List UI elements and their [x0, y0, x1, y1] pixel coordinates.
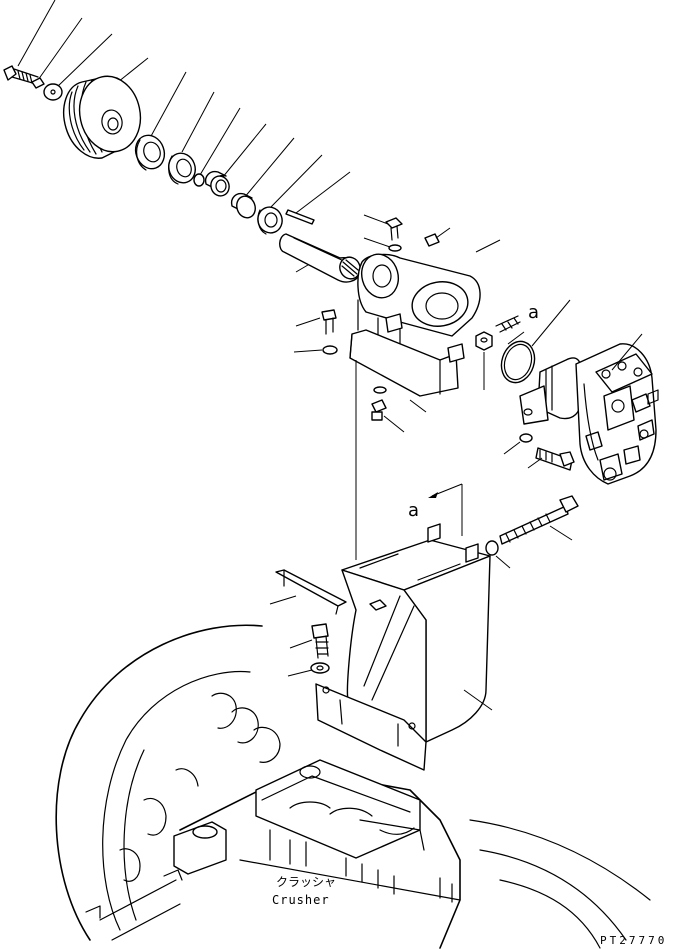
bolt-housing-top — [363, 214, 403, 241]
washer-frame — [287, 662, 330, 677]
lock-washer — [31, 77, 45, 89]
bolt-top-left — [3, 65, 39, 85]
small-nut — [369, 599, 387, 611]
pulley — [63, 75, 142, 159]
drawing-code: PT27770 — [600, 934, 667, 947]
spacer-2 — [230, 192, 256, 219]
bolt-motor — [527, 447, 575, 471]
bearing-housing — [349, 239, 501, 413]
retainer-plate — [43, 83, 63, 101]
crusher-label-en: Crusher — [272, 893, 330, 907]
washer-motor — [503, 433, 533, 455]
washer-bracket-left — [293, 345, 338, 355]
nut — [475, 331, 493, 390]
crusher-flywheel — [55, 624, 281, 941]
crusher-label-jp: クラッシャ — [276, 875, 336, 889]
long-bolt — [499, 495, 579, 545]
bearing-front — [168, 152, 196, 185]
stud-bolt — [495, 315, 521, 333]
spacer-1 — [204, 170, 230, 197]
bolt-bracket-bottom — [371, 399, 405, 433]
support-bracket — [315, 523, 493, 771]
washer-bracket-bottom — [373, 386, 387, 394]
washer-housing-top — [363, 237, 402, 252]
cover-plate — [269, 569, 347, 615]
washer-long-bolt — [485, 540, 511, 569]
snap-ring — [193, 173, 205, 187]
oil-seal — [134, 134, 166, 171]
bolt-frame — [289, 623, 329, 659]
reference-label-top: a — [528, 302, 539, 323]
bearing-rear — [257, 206, 283, 235]
key — [285, 209, 315, 225]
reference-label-bottom: a — [408, 500, 419, 521]
leader-lines-top — [17, 0, 351, 273]
reference-arrow — [428, 483, 463, 536]
grease-nipple — [424, 227, 451, 247]
o-ring — [500, 299, 571, 384]
hydraulic-motor — [519, 333, 659, 485]
crusher-body — [85, 759, 651, 949]
bolt-bracket-left — [295, 309, 337, 335]
drive-shaft — [279, 233, 361, 283]
